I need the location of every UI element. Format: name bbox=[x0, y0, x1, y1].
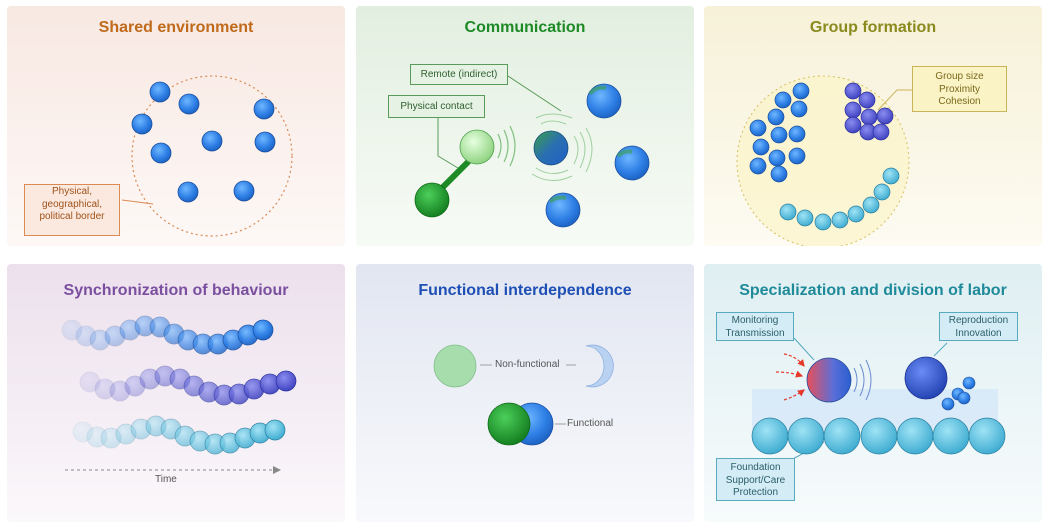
specialist-repro bbox=[904, 356, 948, 400]
panel-functional-interdependence: Functional interdependence Non-functiona… bbox=[356, 264, 694, 522]
cluster-blue bbox=[749, 82, 810, 183]
panel-synchronization: Synchronization of behaviour bbox=[7, 264, 345, 522]
agent-sender bbox=[414, 182, 450, 218]
panel-title: Synchronization of behaviour bbox=[63, 282, 289, 299]
group-label: Group size Proximity Cohesion bbox=[912, 66, 1007, 112]
contact-connector bbox=[437, 118, 464, 172]
panel-title: Functional interdependence bbox=[418, 282, 632, 299]
border-label: Physical, geographical, political border bbox=[24, 184, 120, 236]
specialist-monitor bbox=[806, 357, 852, 403]
cluster-purple bbox=[844, 82, 894, 141]
repro-connector bbox=[933, 342, 948, 357]
panel-communication: Communication Remote (indirect) Physical… bbox=[356, 6, 694, 246]
functional-label: Functional bbox=[567, 418, 614, 429]
group-formation-illustration bbox=[736, 75, 912, 246]
agent-remote-1 bbox=[586, 83, 622, 119]
communication-illustration bbox=[414, 75, 650, 228]
panel-title: Communication bbox=[464, 19, 586, 36]
foundation-row bbox=[751, 417, 1006, 455]
remote-connector bbox=[507, 75, 562, 112]
panel-title: Shared environment bbox=[98, 19, 254, 36]
wave-1 bbox=[61, 315, 274, 355]
offspring bbox=[941, 376, 976, 411]
signal-waves-2 bbox=[531, 113, 593, 181]
panel-specialization: Specialization and division of labor bbox=[704, 264, 1042, 522]
panel-title: Group formation bbox=[809, 19, 937, 36]
monitor-label: Monitoring Transmission bbox=[716, 312, 794, 341]
panel-title: Specialization and division of labor bbox=[739, 282, 1007, 299]
synchronization-illustration bbox=[61, 315, 297, 474]
agent-mixed bbox=[533, 130, 569, 166]
agent-receiver bbox=[459, 129, 495, 165]
signal-waves-1 bbox=[497, 125, 516, 167]
label-connector bbox=[877, 89, 912, 111]
specialization-illustration bbox=[751, 337, 1006, 461]
cluster-teal bbox=[779, 167, 900, 231]
monitor-connector bbox=[793, 337, 815, 361]
panel-group-formation: Group formation bbox=[704, 6, 1042, 246]
time-axis-label: Time bbox=[155, 474, 177, 485]
agents bbox=[131, 81, 276, 203]
border-circle bbox=[131, 75, 293, 237]
remote-label: Remote (indirect) bbox=[410, 64, 508, 85]
wave-3 bbox=[72, 415, 286, 455]
foundation-label: Foundation Support/Care Protection bbox=[716, 458, 795, 501]
contact-label: Physical contact bbox=[388, 95, 485, 118]
functional-illustration bbox=[433, 344, 614, 446]
repro-label: Reproduction Innovation bbox=[939, 312, 1018, 341]
label-connector bbox=[121, 199, 154, 205]
panel-shared-environment: Shared environment Physical, geographica… bbox=[7, 6, 345, 246]
monitor-waves bbox=[853, 359, 872, 401]
shared-environment-illustration bbox=[121, 75, 293, 237]
nonfunctional-label: Non-functional bbox=[495, 359, 560, 370]
agent-remote-3 bbox=[545, 192, 581, 228]
nonfunctional-part-a bbox=[433, 344, 477, 388]
wave-2 bbox=[79, 365, 297, 406]
functional-part-a bbox=[487, 402, 531, 446]
nonfunctional-part-b bbox=[585, 344, 614, 388]
incoming-signals bbox=[775, 353, 805, 401]
